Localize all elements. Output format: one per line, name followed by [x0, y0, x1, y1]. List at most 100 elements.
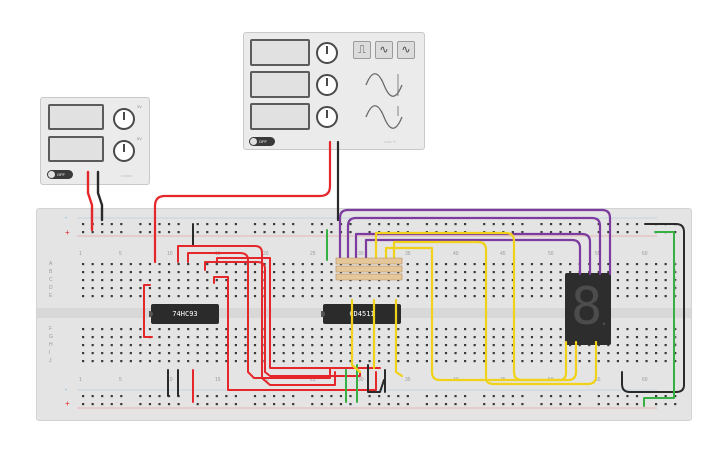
breadboard-hole — [444, 328, 448, 331]
frequency-knob[interactable] — [316, 42, 338, 64]
plus-rail-top: + — [65, 228, 70, 237]
breadboard-hole — [540, 336, 543, 339]
breadboard-hole — [158, 360, 161, 363]
breadboard-hole — [234, 271, 237, 274]
breadboard-hole — [330, 352, 333, 355]
breadboard-hole — [435, 279, 438, 282]
breadboard-hole — [444, 295, 448, 298]
offset-knob[interactable] — [316, 106, 338, 128]
breadboard-hole — [330, 287, 333, 290]
breadboard-hole — [253, 336, 257, 339]
breadboard-hole — [655, 344, 658, 347]
breadboard-hole — [215, 352, 218, 355]
triangle-wave-button[interactable]: ∿ — [397, 41, 415, 59]
breadboard-hole — [540, 279, 543, 282]
breadboard-hole — [549, 344, 553, 347]
breadboard-hole — [378, 403, 381, 406]
sine-wave-button[interactable]: ∿ — [375, 41, 393, 59]
breadboard-hole — [263, 344, 266, 347]
breadboard-hole — [120, 395, 123, 398]
breadboard-hole — [597, 352, 600, 355]
seven-segment-display[interactable]: 8 . — [565, 273, 611, 345]
dc-power-supply[interactable]: 3V 5V OFF ▭▭▭ — [40, 97, 150, 185]
breadboard-hole — [358, 263, 362, 266]
breadboard-hole — [655, 395, 658, 398]
breadboard-hole — [664, 271, 667, 274]
generator-power-switch[interactable]: OFF — [249, 137, 275, 146]
breadboard-hole — [282, 271, 285, 274]
breadboard-hole — [626, 328, 629, 331]
breadboard-hole — [206, 352, 209, 355]
breadboard-hole — [196, 263, 199, 266]
breadboard-hole — [655, 295, 658, 298]
breadboard-hole — [464, 344, 467, 347]
breadboard-hole — [549, 223, 553, 226]
breadboard-hole — [253, 295, 257, 298]
breadboard-hole — [521, 360, 524, 363]
breadboard-hole — [234, 395, 237, 398]
breadboard-hole — [320, 223, 323, 226]
breadboard-hole — [320, 287, 323, 290]
breadboard-hole — [215, 395, 218, 398]
breadboard-hole — [292, 395, 295, 398]
breadboard-hole — [82, 271, 85, 274]
breadboard-hole — [540, 271, 543, 274]
breadboard-hole — [206, 295, 209, 298]
breadboard-hole — [120, 336, 123, 339]
amplitude-knob[interactable] — [316, 74, 338, 96]
breadboard-hole — [502, 223, 505, 226]
current-knob[interactable] — [113, 140, 135, 162]
breadboard-hole — [101, 263, 104, 266]
breadboard-hole — [530, 328, 534, 331]
brand-mark: ▭▭▭ — [121, 173, 133, 178]
breadboard-hole — [339, 395, 343, 398]
breadboard-hole — [387, 295, 390, 298]
breadboard-hole — [148, 352, 152, 355]
square-wave-button[interactable]: ⎍ — [353, 41, 371, 59]
breadboard-hole — [82, 336, 85, 339]
breadboard-hole — [406, 336, 409, 339]
breadboard-hole — [626, 395, 629, 398]
breadboard-hole — [91, 279, 94, 282]
row-letter: C — [673, 277, 677, 283]
breadboard-hole — [674, 231, 677, 234]
breadboard-hole — [397, 231, 400, 234]
breadboard-hole — [234, 231, 237, 234]
breadboard-hole — [502, 352, 505, 355]
breadboard-hole — [263, 295, 266, 298]
breadboard-hole — [549, 231, 553, 234]
breadboard-hole — [511, 279, 514, 282]
breadboard-hole — [196, 295, 199, 298]
74hc93-chip[interactable]: 74HC93 — [149, 304, 219, 324]
breadboard-hole — [358, 360, 362, 363]
breadboard-hole — [244, 263, 247, 266]
breadboard-hole — [511, 295, 514, 298]
breadboard-hole — [82, 287, 85, 290]
breadboard-hole — [110, 223, 113, 226]
breadboard-hole — [473, 287, 476, 290]
breadboard-hole — [187, 279, 190, 282]
breadboard-hole — [416, 328, 419, 331]
breadboard-hole — [540, 352, 543, 355]
breadboard-hole — [645, 287, 648, 290]
cd4511-chip[interactable]: CD4511 — [321, 304, 401, 324]
row-letter: F — [673, 326, 677, 332]
breadboard-hole — [530, 352, 534, 355]
breadboard-hole — [368, 263, 371, 266]
breadboard-hole — [397, 403, 400, 406]
function-generator[interactable]: ⎍ ∿ ∿ OFF ▭▭ ∿ — [243, 32, 425, 150]
breadboard-hole — [521, 271, 524, 274]
voltage-knob[interactable] — [113, 108, 135, 130]
breadboard-hole — [167, 263, 171, 266]
breadboard-hole — [549, 328, 553, 331]
breadboard-hole — [215, 295, 218, 298]
breadboard-hole — [82, 344, 85, 347]
breadboard-hole — [330, 295, 333, 298]
power-switch[interactable]: OFF — [47, 170, 73, 179]
breadboard-hole — [339, 295, 343, 298]
breadboard-hole — [129, 279, 132, 282]
breadboard-hole — [148, 271, 152, 274]
breadboard-hole — [311, 263, 314, 266]
breadboard-hole — [253, 328, 257, 331]
